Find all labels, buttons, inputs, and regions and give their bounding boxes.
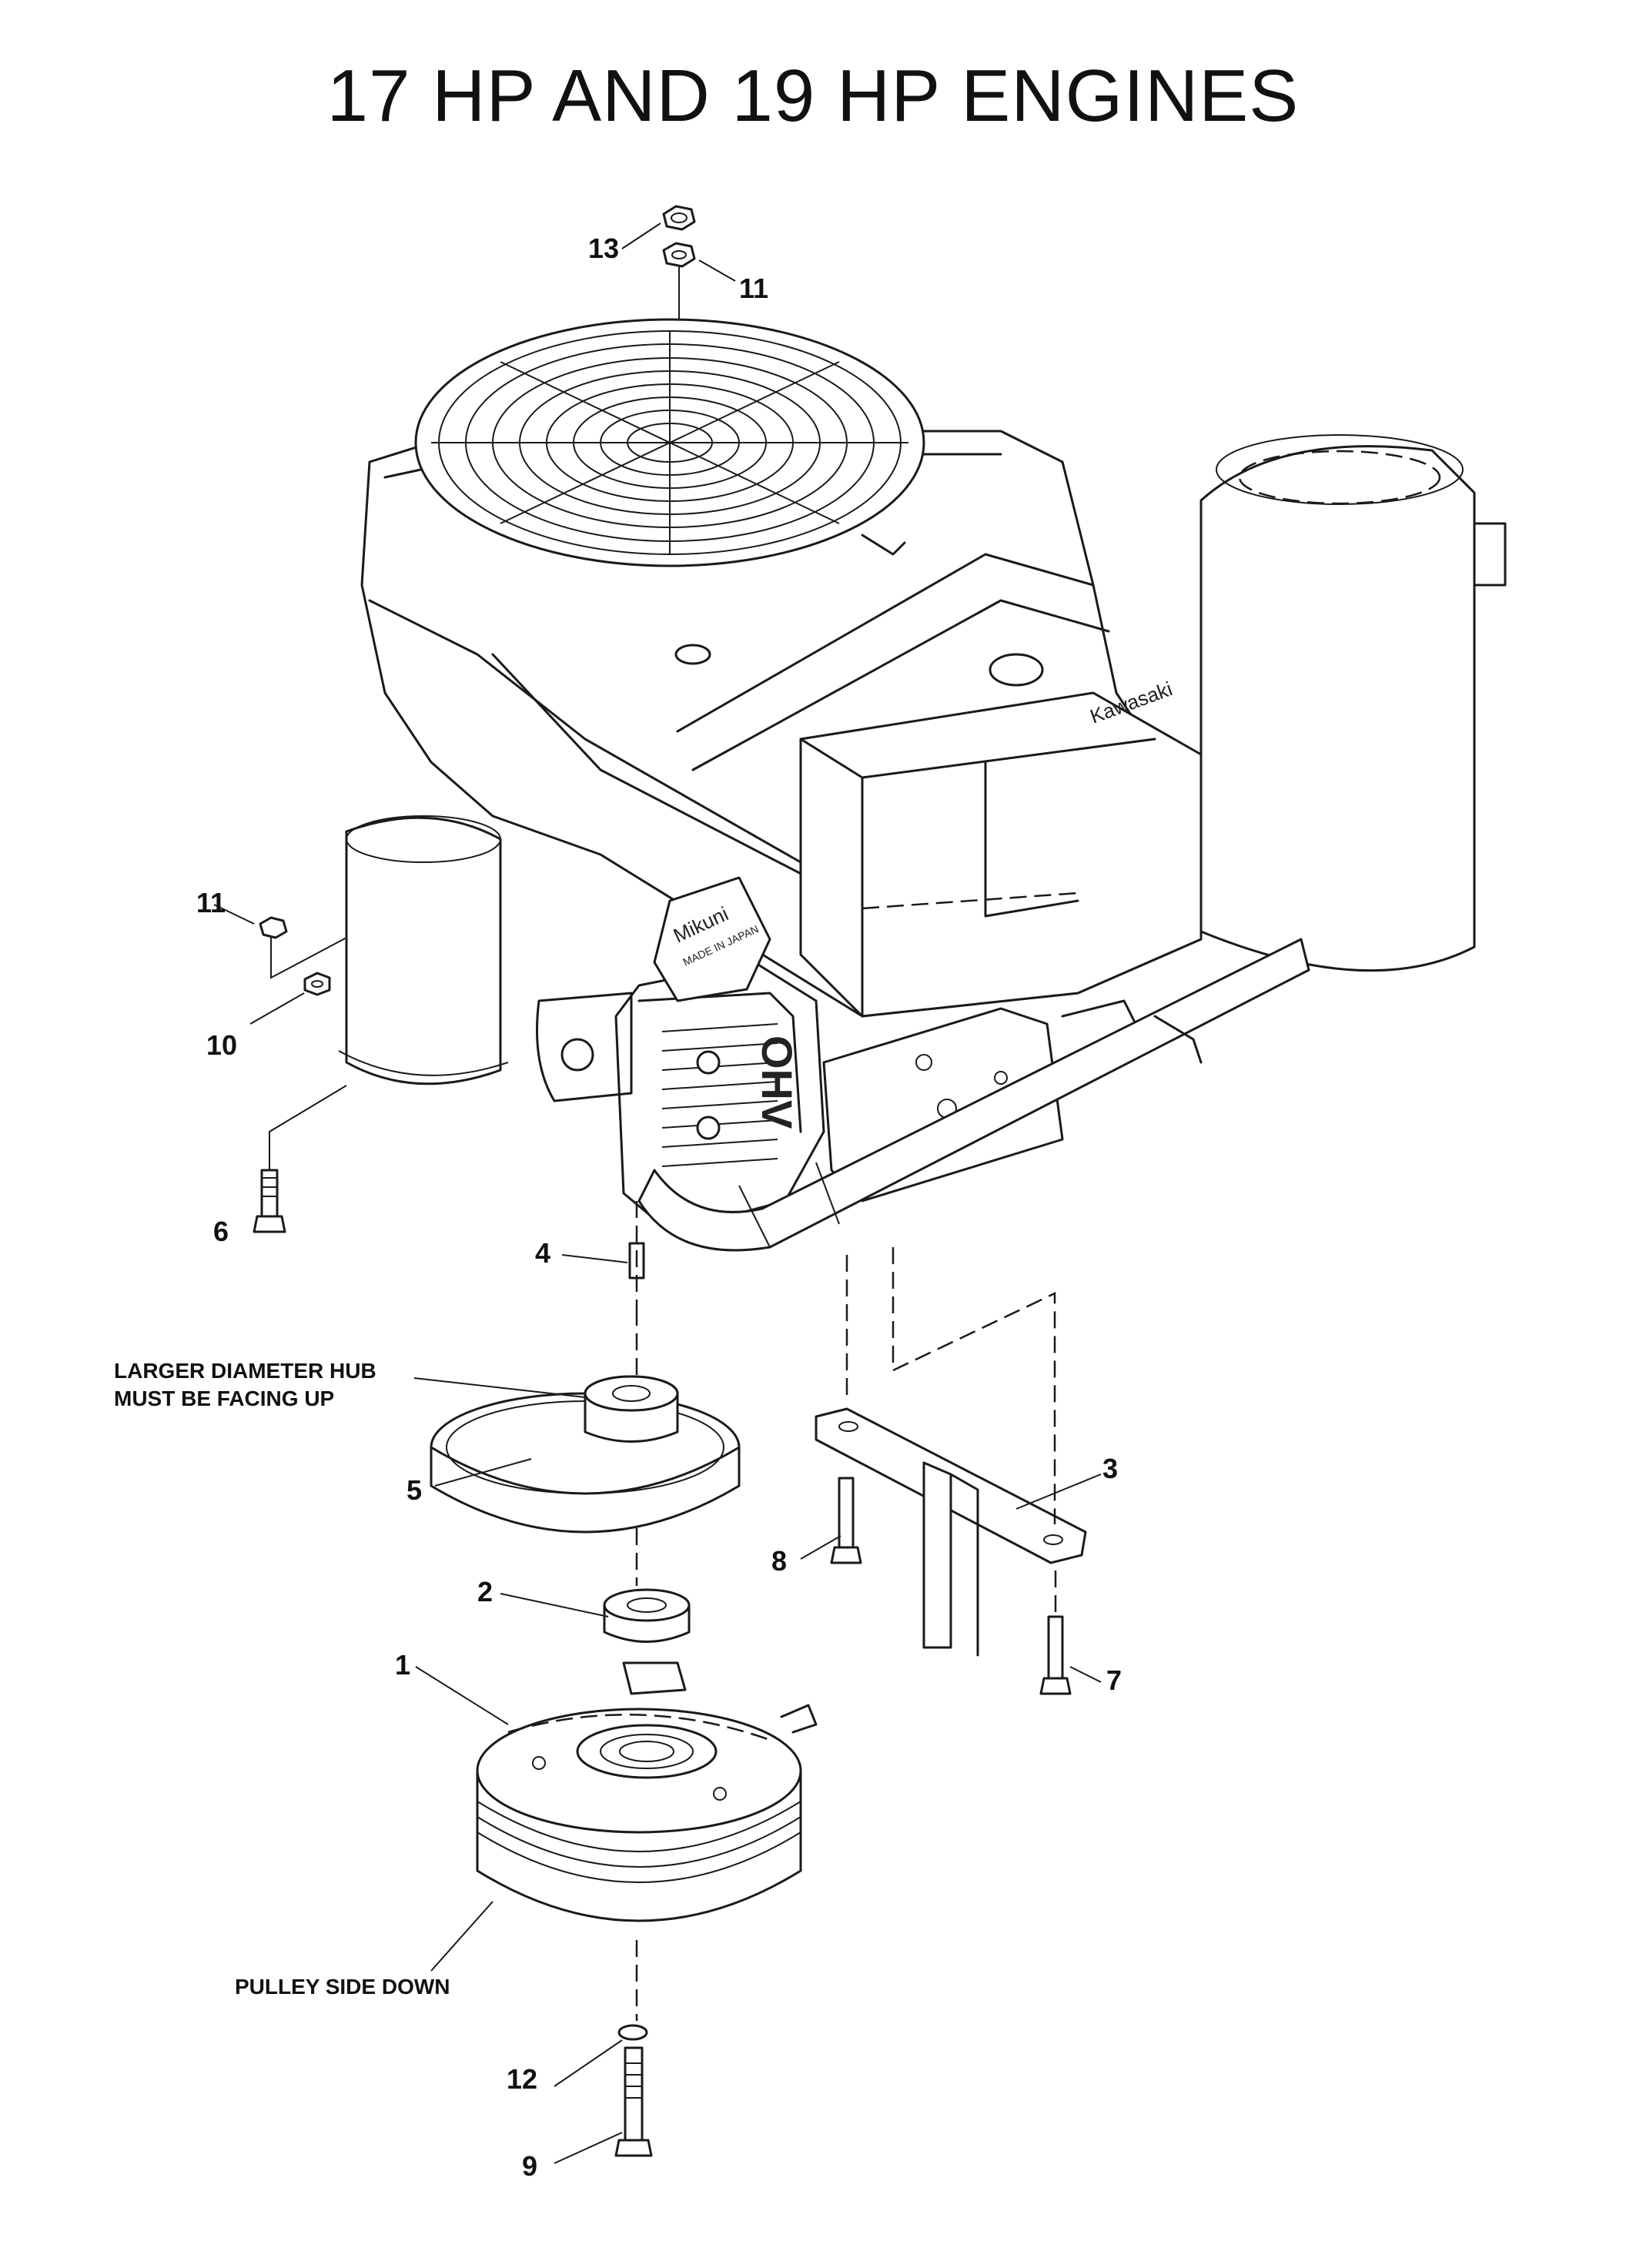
callout-8: 8: [771, 1545, 787, 1577]
bolt-8: [830, 1477, 862, 1564]
note-hub-line1: LARGER DIAMETER HUB: [114, 1359, 376, 1383]
note-hub-line2: MUST BE FACING UP: [114, 1387, 334, 1410]
cylinder-head-ohv: OHV Mikuni MADE IN JAPAN: [536, 876, 825, 1233]
frame-tube: [637, 938, 1310, 1252]
diagram-title: 17 HP AND 19 HP ENGINES: [326, 55, 1300, 137]
top-washer-11: [662, 242, 696, 268]
callout-12: 12: [507, 2063, 537, 2095]
cooling-fins: [661, 1023, 778, 1167]
spacer-2: [603, 1588, 691, 1643]
washer-10: [303, 972, 331, 996]
lock-washer-12: [617, 2024, 648, 2041]
callout-2: 2: [477, 1576, 493, 1607]
callout-1: 1: [395, 1649, 410, 1681]
oil-filter: [338, 815, 509, 1085]
nut-11-left: [259, 916, 288, 939]
bolt-9: [614, 2046, 653, 2157]
callout-11-top: 11: [739, 273, 768, 304]
bracket-3: [815, 1407, 1087, 1657]
callout-9: 9: [522, 2150, 537, 2182]
fan-screen: [414, 318, 925, 665]
callout-11-left: 11: [196, 887, 226, 918]
callout-6: 6: [213, 1216, 229, 1247]
bolt-6: [253, 1169, 286, 1233]
ohv-marking: OHV: [753, 1035, 801, 1129]
bolt-7: [1039, 1615, 1072, 1695]
callout-5: 5: [406, 1474, 422, 1506]
callout-3: 3: [1102, 1453, 1118, 1484]
callout-13: 13: [588, 232, 619, 264]
clutch-1: [476, 1661, 818, 1922]
air-cleaner: [1199, 434, 1507, 972]
engine-assembly: Kawasaki: [338, 318, 1507, 1252]
note-pulley-side: PULLEY SIDE DOWN: [235, 1975, 450, 1999]
callout-7: 7: [1106, 1664, 1122, 1696]
top-nut-13: [662, 205, 696, 231]
pulley-5: [430, 1375, 741, 1534]
callout-4: 4: [535, 1237, 550, 1269]
callout-10: 10: [206, 1029, 237, 1061]
